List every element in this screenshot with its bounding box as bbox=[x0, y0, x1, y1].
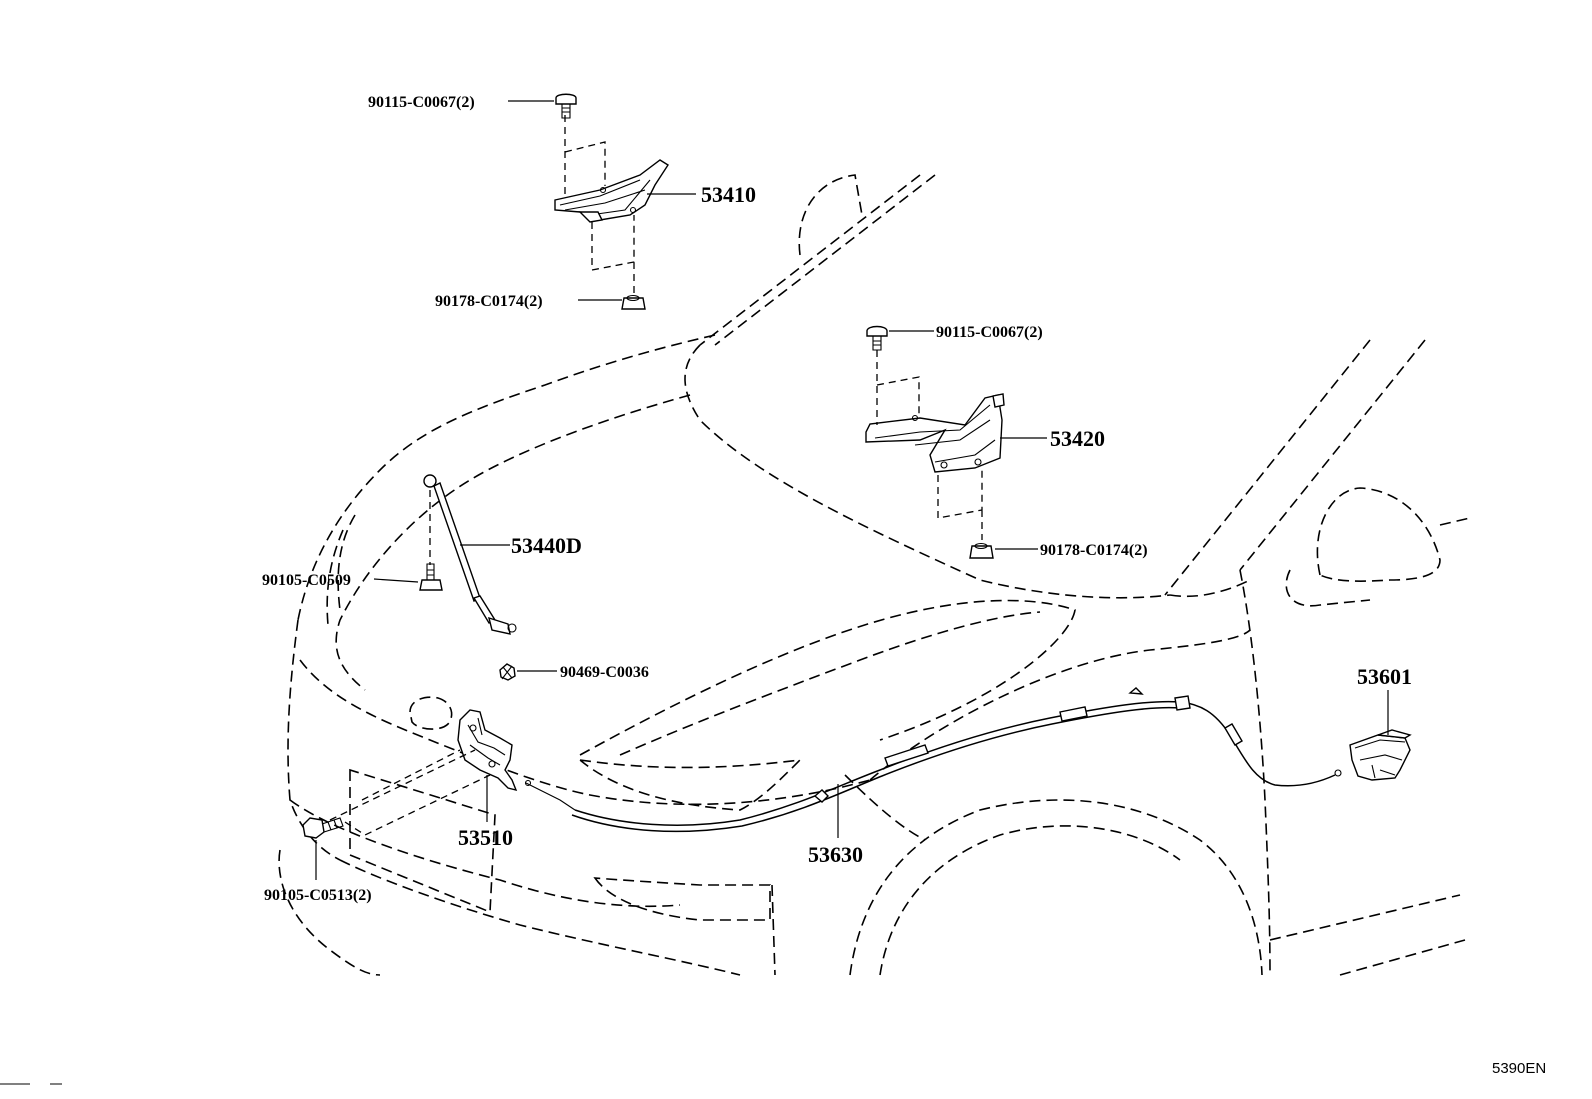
lock-bolt-part-label: 90105-C0513(2) bbox=[264, 887, 372, 904]
vehicle-outline bbox=[278, 174, 1471, 976]
bolt-icon bbox=[866, 325, 888, 351]
bolt-part-label: 90115-C0067(2) bbox=[368, 94, 475, 111]
hinge-guides bbox=[564, 115, 635, 295]
release-lever-icon bbox=[1349, 729, 1412, 781]
hinge-icon bbox=[554, 159, 669, 223]
hinge-right-part-label: 53420 bbox=[1050, 426, 1105, 451]
cable-icon bbox=[571, 687, 1342, 833]
hinge-icon bbox=[865, 393, 1005, 473]
diagram-code: 5390EN bbox=[1492, 1060, 1546, 1077]
bolt-icon bbox=[555, 93, 577, 119]
nut-part-label: 90178-C0174(2) bbox=[435, 293, 543, 310]
bolt-icon bbox=[302, 817, 344, 839]
clip-icon bbox=[499, 663, 516, 681]
hood-lock-part-label: 53510 bbox=[458, 825, 513, 850]
hood-support-icon bbox=[423, 474, 517, 635]
bolt-icon bbox=[419, 490, 443, 591]
release-cable-part-label: 53630 bbox=[808, 842, 863, 867]
nut-icon bbox=[621, 294, 646, 310]
clip-part-label: 90469-C0036 bbox=[560, 664, 649, 681]
hinge-left-part-label: 53410 bbox=[701, 182, 756, 207]
hinge-guides bbox=[876, 350, 983, 540]
lock-guides bbox=[329, 749, 491, 836]
nut-icon bbox=[969, 542, 994, 559]
bolt-part-label: 90115-C0067(2) bbox=[936, 324, 1043, 341]
release-lever-part-label: 53601 bbox=[1357, 664, 1412, 689]
hood-lock-icon bbox=[457, 709, 576, 811]
hood-support-part-label: 53440D bbox=[511, 533, 582, 558]
nut-part-label: 90178-C0174(2) bbox=[1040, 542, 1148, 559]
support-bolt-part-label: 90105-C0509 bbox=[262, 572, 351, 589]
